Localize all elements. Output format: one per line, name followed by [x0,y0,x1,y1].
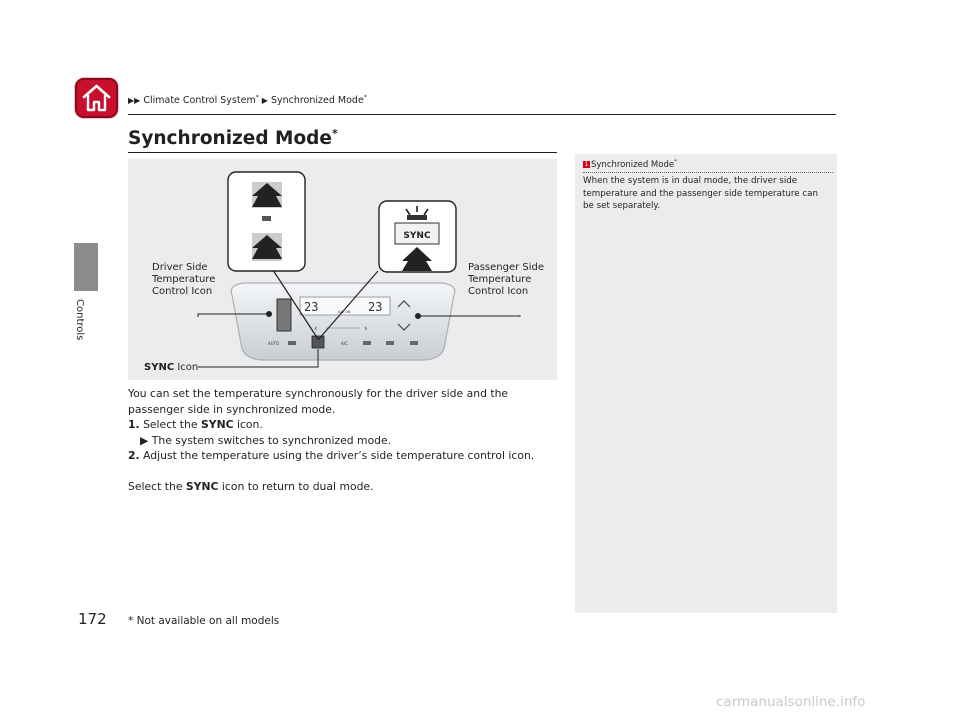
breadcrumb-current: Synchronized Mode* [270,94,367,107]
watermark: carmanualsonline.info [716,694,866,710]
breadcrumb-link-climate[interactable]: Climate Control System* [143,94,259,107]
footnote: * Not available on all models [128,615,280,627]
ac-button: A/C [341,341,348,346]
passenger-temp-up-icon [397,300,411,308]
breadcrumb: ▶▶ Climate Control System* ▶ Synchronize… [128,94,367,106]
driver-zoom-callout [227,171,306,272]
driver-label-line1: Driver Side [152,262,208,273]
closing-paragraph: Select the SYNC icon to return to dual m… [128,479,374,493]
display-right-temp: 23 [368,300,382,314]
intro-paragraph: You can set the temperature synchronousl… [128,387,509,416]
section-title: Synchronized Mode* [128,127,338,150]
sync-press-arrow-icon [402,247,432,271]
breadcrumb-arrow-icon: ▶▶ [128,96,141,106]
home-button[interactable] [75,78,118,118]
breadcrumb-separator-icon: ▶ [261,96,268,106]
home-icon [82,84,111,112]
passenger-temp-down-icon [397,323,411,331]
chapter-tab-label: Controls [74,299,85,341]
temp-up-icon [252,183,282,207]
header-divider [128,114,836,115]
display-left-temp: 23 [304,300,318,314]
sync-badge: SYNC [403,231,431,241]
body-text: You can set the temperature synchronousl… [128,386,558,494]
passenger-label-line2: Temperature [467,274,531,285]
driver-label-line2: Temperature [151,274,215,285]
title-divider [128,152,557,153]
temp-down-icon [252,235,282,259]
display-status: A/C ON [338,310,351,314]
panel-display [299,296,391,316]
sidebar-divider [583,172,833,173]
fan-up-icon: › [364,324,368,334]
control-panel-body [230,282,456,361]
passenger-label-line3: Control Icon [468,286,528,297]
fan-down-icon: ‹ [314,324,318,334]
sync-label: SYNC Icon [144,362,198,373]
note-icon: 1 [583,160,590,168]
climate-panel-figure: 23 23 A/C ON ‹ › AUTO A/C [128,159,557,380]
sidebar-text: When the system is in dual mode, the dri… [583,176,818,211]
step-1: 1. Select the SYNC icon. [128,418,263,431]
step-1-result: ▶ The system switches to synchronized mo… [140,433,392,447]
result-arrow-icon: ▶ [140,433,149,447]
chapter-tab-marker[interactable] [74,243,98,291]
page-number: 172 [78,610,107,628]
auto-button: AUTO [268,341,279,346]
step-2: 2. Adjust the temperature using the driv… [128,449,535,462]
passenger-label-line1: Passenger Side [468,262,544,273]
driver-temp-control [276,298,292,332]
climate-panel-illustration: 23 23 A/C ON ‹ › AUTO A/C [144,171,544,373]
driver-label-line3: Control Icon [152,286,212,297]
sync-button [311,335,325,349]
